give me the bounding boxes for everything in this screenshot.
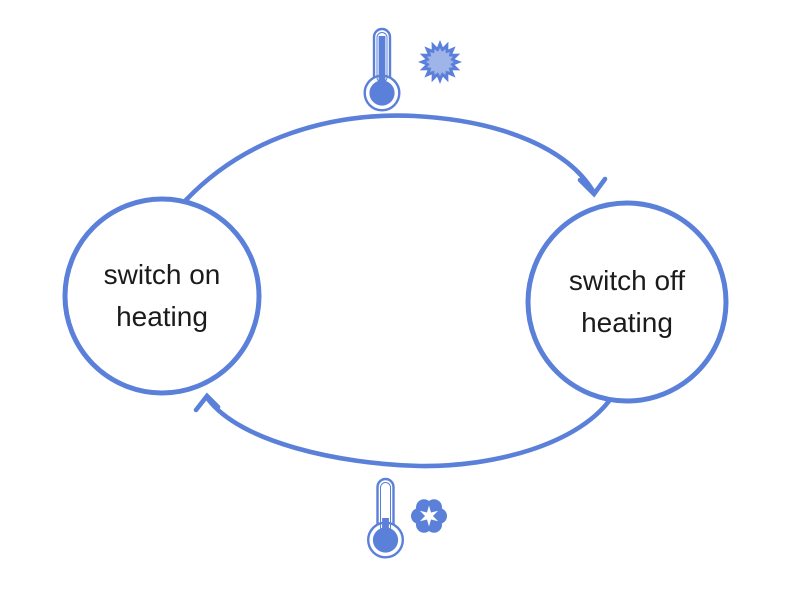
state-label-switch-on-line2: heating <box>116 301 208 332</box>
thermometer-cold-icon <box>367 477 405 559</box>
sun-icon <box>418 40 462 84</box>
transition-arrow-top <box>183 113 596 203</box>
state-label-switch-off-line2: heating <box>581 307 673 338</box>
snowflake-icon <box>411 499 447 533</box>
state-label-switch-off-line1: switch off <box>568 265 686 296</box>
state-label-switch-off: switch off heating <box>527 202 727 402</box>
thermometer-hot-icon <box>363 27 401 112</box>
state-circle-switch-on <box>62 196 262 396</box>
state-label-switch-on-line1: switch on <box>103 259 221 290</box>
state-label-switch-on: switch on heating <box>62 196 262 396</box>
arrowhead-bottom-icon <box>193 392 221 413</box>
state-circle-switch-off <box>525 200 729 404</box>
arrowhead-top-icon <box>577 176 608 198</box>
transition-arrow-bottom <box>205 396 612 469</box>
